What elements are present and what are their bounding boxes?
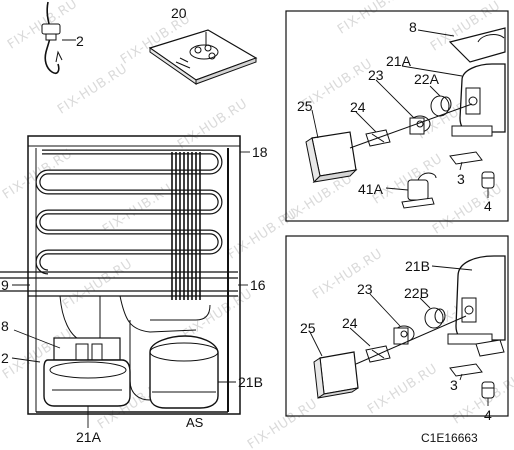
fridge-rear-view <box>0 135 241 415</box>
callout-4-panel-a: 4 <box>484 198 492 214</box>
callout-18: 18 <box>252 144 268 160</box>
callout-22a: 22A <box>414 71 439 87</box>
diagram-code: C1E16663 <box>421 431 478 445</box>
callout-41a: 41A <box>358 181 383 197</box>
callout-2-left: 2 <box>1 350 9 366</box>
callout-3-panel-a: 3 <box>457 171 465 187</box>
callout-9: 9 <box>1 277 9 293</box>
callout-24-panel-b: 24 <box>342 315 358 331</box>
callout-21b-panel: 21B <box>405 258 430 274</box>
panel-variant-b <box>285 235 509 417</box>
manual-booklet-part <box>148 29 258 85</box>
callout-3-panel-b: 3 <box>450 377 458 393</box>
callout-8-frame: 8 <box>409 19 417 35</box>
callout-21a-main: 21A <box>76 429 101 445</box>
callout-4-panel-b: 4 <box>484 407 492 423</box>
model-tag-as: AS <box>186 415 204 430</box>
panel-variant-a <box>285 10 509 222</box>
compressor-21b <box>149 335 219 409</box>
callout-22b: 22B <box>404 285 429 301</box>
power-cable-part <box>41 1 76 75</box>
callout-25-panel-b: 25 <box>300 320 316 336</box>
callout-21b-main: 21B <box>238 374 263 390</box>
callout-23-panel-b: 23 <box>357 281 373 297</box>
compressor-21a <box>43 359 131 407</box>
callout-20-manual: 20 <box>171 5 187 21</box>
callout-24-panel-a: 24 <box>350 99 366 115</box>
callout-23-panel-a: 23 <box>368 67 384 83</box>
callout-25-panel-a: 25 <box>297 98 313 114</box>
callout-21a-panel: 21A <box>386 53 411 69</box>
callout-8-relay: 8 <box>1 318 9 334</box>
callout-2-cable: 2 <box>76 33 84 49</box>
callout-16: 16 <box>250 277 266 293</box>
